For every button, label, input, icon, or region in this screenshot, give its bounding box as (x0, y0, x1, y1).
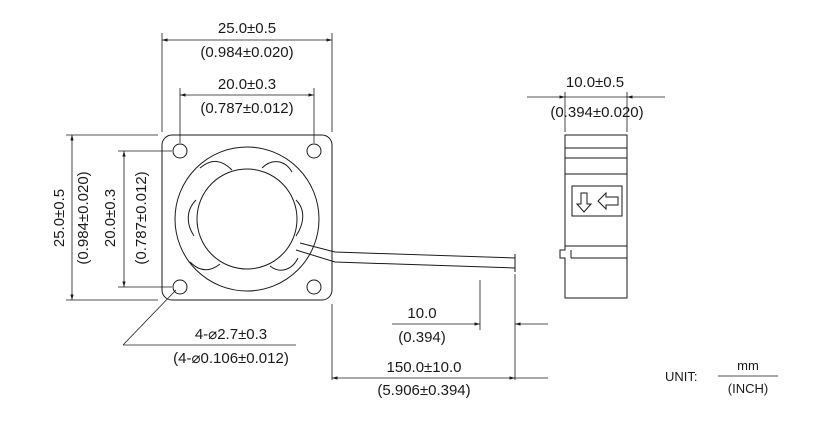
front-view (122, 134, 516, 346)
lead-length-in-label: (5.906±0.394) (377, 382, 470, 399)
mounting-hole-top-left (172, 143, 188, 159)
fan-blades (187, 161, 304, 271)
dimension-labels: 25.0±0.5 (0.984±0.020) 20.0±0.3 (0.787±0… (51, 20, 644, 399)
hole-pitch-v-mm-label: 20.0±0.3 (102, 189, 119, 247)
unit-numerator: mm (737, 358, 759, 373)
mounting-hole-top-right (306, 143, 322, 159)
unit-denominator: (INCH) (728, 381, 768, 396)
hole-diameter-in-label: (4-⌀0.106±0.012) (173, 350, 289, 367)
frame-width-mm-label: 25.0±0.5 (218, 20, 276, 37)
extension-lines (66, 33, 628, 380)
mounting-hole-bottom-right (306, 279, 322, 295)
rotation-direction-arrow-icon (575, 192, 593, 213)
unit-legend: UNIT: mm (INCH) (665, 358, 778, 396)
fan-side-outline (559, 134, 628, 299)
hole-pitch-mm-label: 20.0±0.3 (218, 76, 276, 93)
fan-shroud (174, 146, 320, 292)
unit-label: UNIT: (665, 369, 698, 384)
strip-length-in-label: (0.394) (398, 329, 446, 346)
airflow-direction-arrow-icon (597, 191, 619, 211)
dimension-lines (70, 38, 665, 380)
fan-hub (196, 168, 298, 270)
fan-frame (161, 134, 333, 301)
depth-in-label: (0.394±0.020) (550, 104, 643, 121)
lead-length-mm-label: 150.0±10.0 (387, 359, 462, 376)
frame-height-in-label: (0.984±0.020) (75, 171, 92, 264)
hole-leader-line (122, 289, 177, 346)
fan-lead-wires (295, 242, 516, 272)
strip-length-mm-label: 10.0 (407, 305, 436, 322)
hole-pitch-v-in-label: (0.787±0.012) (133, 171, 150, 264)
mounting-hole-bottom-left (172, 279, 188, 295)
side-view (559, 134, 628, 299)
hole-pitch-in-label: (0.787±0.012) (200, 100, 293, 117)
depth-mm-label: 10.0±0.5 (566, 74, 624, 91)
hole-diameter-mm-label: 4-⌀2.7±0.3 (195, 326, 267, 343)
airflow-label-box (571, 185, 623, 217)
frame-height-mm-label: 25.0±0.5 (51, 189, 68, 247)
frame-width-in-label: (0.984±0.020) (200, 44, 293, 61)
